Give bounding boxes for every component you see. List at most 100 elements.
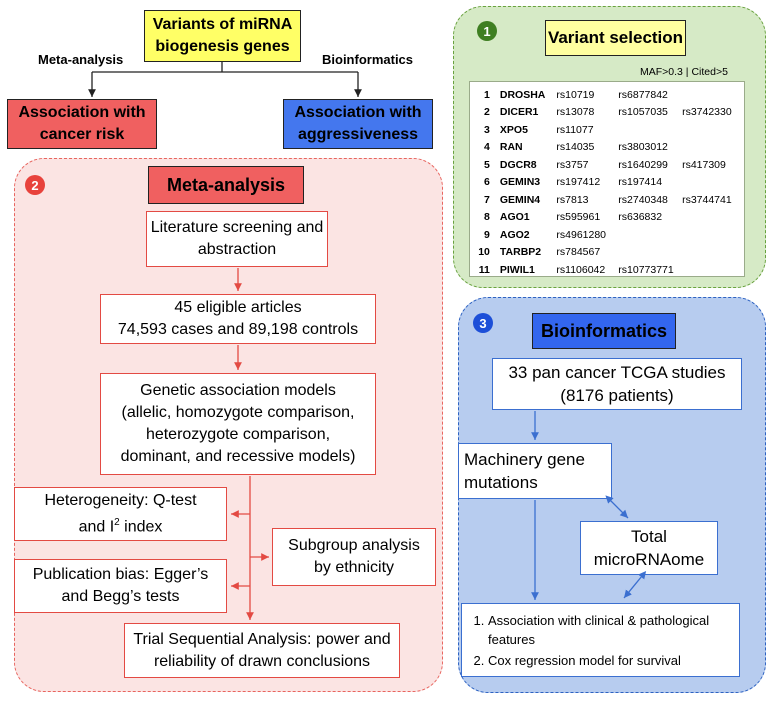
variant-gene: AGO2 — [499, 228, 530, 241]
variant-rs: rs595961 — [556, 211, 601, 224]
variant-number: 2 — [484, 106, 490, 119]
variant-rs: rs7813 — [556, 193, 589, 206]
microrna-line2: microRNAome — [593, 550, 705, 569]
variants-badge: 1 — [477, 21, 497, 41]
variant-rs: rs1640299 — [618, 158, 668, 171]
variant-number: 3 — [484, 123, 490, 136]
bio-outcomes-box: Association with clinical & pathological… — [461, 603, 740, 677]
aggressiveness-label: Association with aggressiveness — [294, 104, 422, 143]
variant-row: 8 AGO1 rs595961 rs636832 — [474, 209, 744, 227]
tsa-line2: reliability of drawn conclusions — [153, 652, 371, 670]
tsa-box: Trial Sequential Analysis: power and rel… — [124, 623, 400, 678]
bio-outcome-item: Cox regression model for survival — [488, 651, 739, 670]
meta-badge: 2 — [25, 175, 45, 195]
variant-rs: rs13078 — [556, 106, 595, 119]
variant-rs: rs10719 — [556, 88, 595, 101]
meta-title: Meta-analysis — [166, 174, 286, 195]
variant-number: 8 — [484, 211, 490, 224]
microrna-line1: Total — [631, 527, 667, 546]
variant-number: 11 — [478, 263, 490, 276]
variants-title-box: Variant selection — [545, 20, 686, 56]
meta-analysis-label: Meta-analysis — [38, 52, 124, 67]
machinery-mutations-line1: Machinery gene — [464, 450, 585, 469]
heterogeneity-box: Heterogeneity: Q-test and I2 index — [14, 487, 227, 541]
subgroup-line2: by ethnicity — [313, 559, 395, 576]
variant-row: 11 PIWIL1 rs1106042 rs10773771 — [474, 261, 744, 279]
variant-rs: rs1057035 — [618, 106, 668, 119]
machinery-mutations-box: Machinery gene mutations — [458, 443, 612, 499]
variant-rs: rs417309 — [682, 158, 726, 171]
variant-rs: rs1106042 — [556, 263, 606, 276]
tcga-studies-line2: (8176 patients) — [560, 386, 674, 405]
variant-gene: PIWIL1 — [499, 263, 535, 276]
variant-rs: rs14035 — [556, 141, 595, 154]
variant-gene: AGO1 — [499, 211, 530, 224]
heterogeneity-line2: and I2 index — [79, 512, 163, 538]
tcga-studies-line1: 33 pan cancer TCGA studies — [508, 363, 726, 382]
variant-gene: DGCR8 — [499, 158, 537, 171]
top-title: Variants of miRNA biogenesis genes — [152, 16, 293, 55]
variant-rs: rs197414 — [618, 176, 663, 189]
variant-rs: rs11077 — [556, 123, 594, 136]
variant-rs: rs10773771 — [618, 263, 674, 276]
variant-rs: rs197412 — [556, 176, 601, 189]
bio-outcomes-list: Association with clinical & pathological… — [462, 611, 739, 670]
variant-rs: rs784567 — [556, 246, 601, 259]
cancer-risk-box: Association with cancer risk — [7, 99, 157, 149]
cancer-risk-label: Association with cancer risk — [18, 104, 146, 143]
bio-badge: 3 — [473, 313, 493, 333]
variants-title: Variant selection — [547, 28, 684, 47]
variant-rs: rs636832 — [618, 211, 663, 224]
meta-title-box: Meta-analysis — [148, 166, 304, 204]
variant-number: 5 — [484, 158, 490, 171]
genetic-models-line4: dominant, and recessive models) — [120, 448, 356, 465]
subgroup-line1: Subgroup analysis — [288, 537, 420, 554]
heterogeneity-line1: Heterogeneity: Q-test — [44, 491, 197, 509]
aggressiveness-box: Association with aggressiveness — [283, 99, 433, 149]
bio-title-box: Bioinformatics — [532, 313, 676, 349]
variant-rs: rs2740348 — [618, 193, 668, 206]
variant-gene: GEMIN4 — [499, 193, 541, 206]
heterogeneity-index: index — [119, 518, 163, 536]
genetic-models-box: Genetic association models (allelic, hom… — [100, 373, 376, 475]
heterogeneity-sup: 2 — [114, 516, 120, 528]
eligible-articles-box: 45 eligible articles 74,593 cases and 89… — [100, 294, 376, 344]
variant-gene: GEMIN3 — [499, 176, 541, 189]
tcga-studies-box: 33 pan cancer TCGA studies (8176 patient… — [492, 358, 742, 410]
bio-title: Bioinformatics — [540, 320, 668, 341]
tsa-line1: Trial Sequential Analysis: power and — [133, 630, 391, 648]
top-tree-connectors — [88, 62, 362, 97]
variant-gene: TARBP2 — [499, 246, 542, 259]
variant-row: 9 AGO2 rs4961280 — [474, 226, 744, 244]
eligible-articles-count: 45 eligible articles — [174, 299, 302, 316]
variant-rs: rs3803012 — [618, 141, 668, 154]
microrna-box: Total microRNAome — [580, 521, 718, 575]
variant-rs: rs3757 — [556, 158, 589, 171]
subgroup-box: Subgroup analysis by ethnicity — [272, 528, 436, 586]
variant-row: 5 DGCR8 rs3757 rs1640299 rs417309 — [474, 156, 744, 174]
variant-number: 1 — [484, 88, 490, 101]
publication-bias-box: Publication bias: Egger’s and Begg’s tes… — [14, 559, 227, 613]
variant-number: 9 — [484, 228, 490, 241]
genetic-models-line1: Genetic association models — [140, 382, 336, 399]
literature-screening-label: Literature screening and abstraction — [150, 219, 324, 258]
genetic-models-line3: heterozygote comparison, — [145, 426, 331, 443]
variant-gene: DROSHA — [499, 88, 546, 101]
literature-screening-box: Literature screening and abstraction — [146, 211, 328, 267]
meta-flow-connectors — [231, 268, 269, 620]
genetic-models-line2: (allelic, homozygote comparison, — [121, 404, 355, 421]
bio-outcome-item: Association with clinical & pathological… — [488, 611, 739, 649]
variant-number: 10 — [478, 246, 490, 259]
top-title-box: Variants of miRNA biogenesis genes — [144, 10, 301, 62]
machinery-mutations-line2: mutations — [464, 473, 538, 492]
variant-number: 7 — [484, 193, 490, 206]
variant-gene: RAN — [499, 141, 523, 154]
variant-rs: rs4961280 — [556, 228, 607, 241]
variant-number: 6 — [484, 176, 490, 189]
